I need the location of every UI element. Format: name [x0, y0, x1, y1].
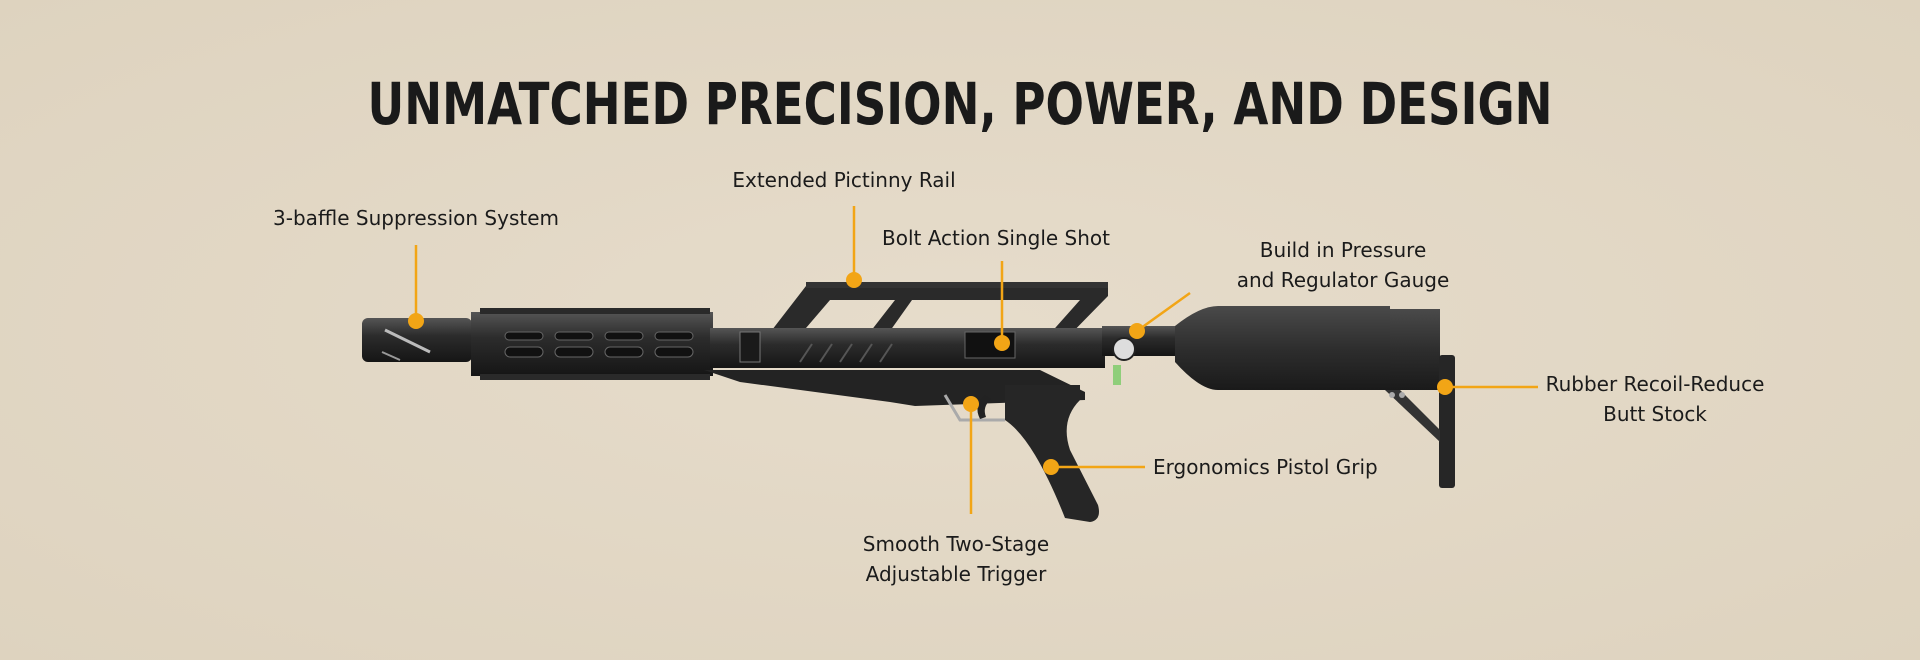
bolt-callout-dot [994, 335, 1010, 351]
callout-bolt: Bolt Action Single Shot [882, 223, 1110, 253]
rail-callout-dot [846, 272, 862, 288]
callout-text: and Regulator Gauge [1236, 268, 1450, 292]
suppressor [362, 318, 472, 362]
callout-markers [408, 206, 1538, 514]
callout-text: Butt Stock [1603, 402, 1707, 426]
callout-text: 3-baffle Suppression System [273, 206, 559, 230]
callout-text: Ergonomics Pistol Grip [1153, 455, 1378, 479]
gauge-callout-dot [1129, 323, 1145, 339]
picatinny-rail [772, 282, 1108, 345]
air-bottle [1175, 306, 1440, 390]
callout-text: Build in Pressure [1259, 238, 1427, 262]
trigger-assembly [943, 394, 1005, 422]
handguard [471, 308, 713, 380]
pistol-grip [1005, 385, 1099, 522]
suppressor-callout-dot [408, 313, 424, 329]
callout-suppressor: 3-baffle Suppression System [273, 203, 559, 233]
lower-stock [704, 370, 1085, 406]
callout-text: Smooth Two-Stage [862, 532, 1050, 556]
stock-callout-dot [1437, 379, 1453, 395]
trigger-callout-dot [963, 396, 979, 412]
page-title: UNMATCHED PRECISION, POWER, AND DESIGN [367, 70, 1553, 138]
pressure-gauge [1112, 337, 1136, 385]
callout-text: Extended Pictinny Rail [732, 168, 956, 192]
callout-text: Rubber Recoil-Reduce [1545, 372, 1765, 396]
callout-text: Adjustable Trigger [865, 562, 1047, 586]
callout-gauge: Build in Pressure and Regulator Gauge [1237, 235, 1450, 295]
callout-text: Bolt Action Single Shot [882, 226, 1110, 250]
gauge-callout-line [1136, 291, 1191, 333]
callout-grip: Ergonomics Pistol Grip [1153, 452, 1378, 482]
callout-rail: Extended Pictinny Rail [732, 165, 955, 195]
receiver [710, 328, 1105, 368]
grip-callout-dot [1043, 459, 1059, 475]
